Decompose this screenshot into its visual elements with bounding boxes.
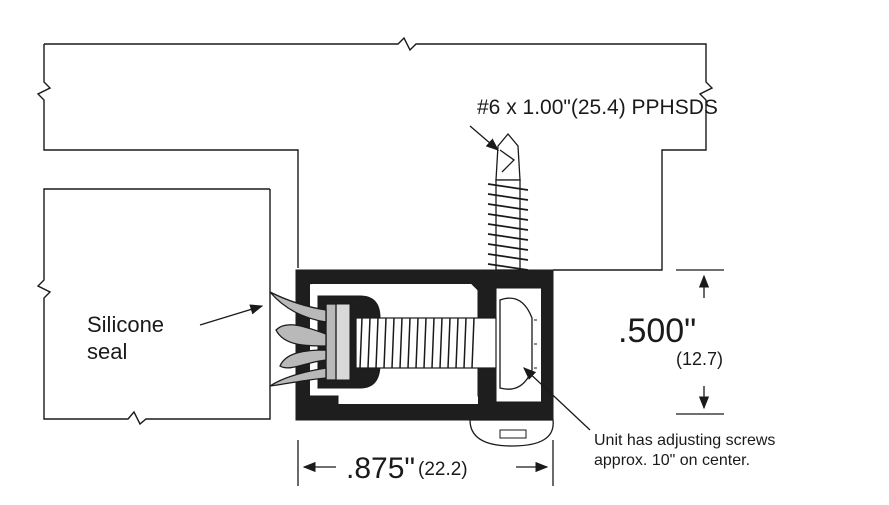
door-panel-outline [36,188,271,426]
seal-leader-line [199,304,264,326]
adjusting-screw [355,297,540,390]
seal-callout-label: Silicone seal [87,311,197,365]
seal-callout-line2: seal [87,339,128,364]
width-dimension-value: .875" [346,452,416,485]
header-frame-outline [36,36,714,271]
note-line1: Unit has adjusting screws [594,432,776,449]
screw-leader-line [469,125,499,151]
pan-head-screw-bottom [469,419,554,447]
width-dimension-metric: (22.2) [418,459,468,480]
adjusting-screws-note: Unit has adjusting screws approx. 10" on… [594,431,775,471]
self-drilling-screw [487,132,529,271]
silicone-seal [269,291,337,387]
note-line2: approx. 10" on center. [594,452,751,469]
width-dimension-lines [297,440,554,486]
height-dimension-metric: (12.7) [676,349,724,369]
note-leader-line [523,367,591,431]
height-dimension-lines [676,269,724,415]
screw-callout-label: #6 x 1.00"(25.4) PPHSDS [477,96,718,119]
seal-callout-line1: Silicone [87,312,165,337]
height-dimension-value: .500" [618,312,697,350]
